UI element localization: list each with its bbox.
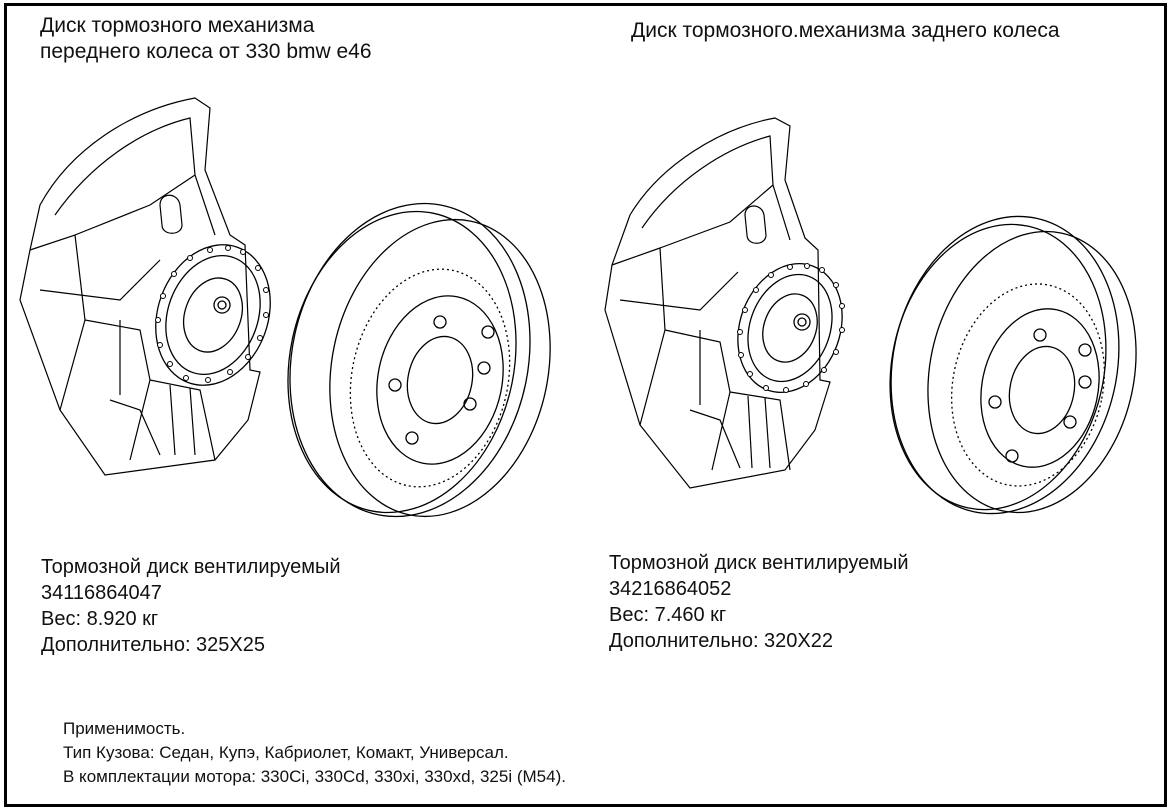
front-part-number: 34116864047 — [41, 582, 162, 604]
applicability-heading: Применимость. — [63, 719, 186, 738]
rear-weight: Вес: 7.460 кг — [609, 604, 727, 626]
front-title-line1: Диск тормозного механизма — [40, 14, 315, 37]
applicability-engines: В комплектации мотора: 330Ci, 330Cd, 330… — [63, 767, 566, 786]
rear-dimensions: Дополнительно: 320X22 — [609, 630, 834, 652]
front-dust-shield — [20, 98, 260, 475]
front-weight: Вес: 8.920 кг — [41, 608, 159, 630]
rear-ring-bolt-holes — [738, 264, 845, 393]
front-ring-bolt-holes — [156, 246, 269, 383]
rear-part-number: 34216864052 — [609, 578, 732, 600]
front-caliper-mount-ring — [137, 229, 290, 402]
rear-title: Диск тормозного.механизма заднего колеса — [631, 19, 1060, 42]
front-disc-name: Тормозной диск вентилируемый — [41, 556, 341, 578]
rear-brake-disc — [864, 195, 1161, 535]
front-title-line2: переднего колеса от 330 bmw e46 — [40, 40, 372, 63]
applicability-body-types: Тип Кузова: Седан, Купэ, Кабриолет, Кома… — [63, 743, 509, 762]
front-dimensions: Дополнительно: 325X25 — [41, 634, 266, 656]
rear-dust-shield — [605, 118, 830, 488]
rear-disc-name: Тормозной диск вентилируемый — [609, 552, 909, 574]
front-brake-disc — [261, 181, 577, 539]
rear-caliper-mount-ring — [720, 249, 859, 407]
page-frame — [4, 3, 1167, 807]
